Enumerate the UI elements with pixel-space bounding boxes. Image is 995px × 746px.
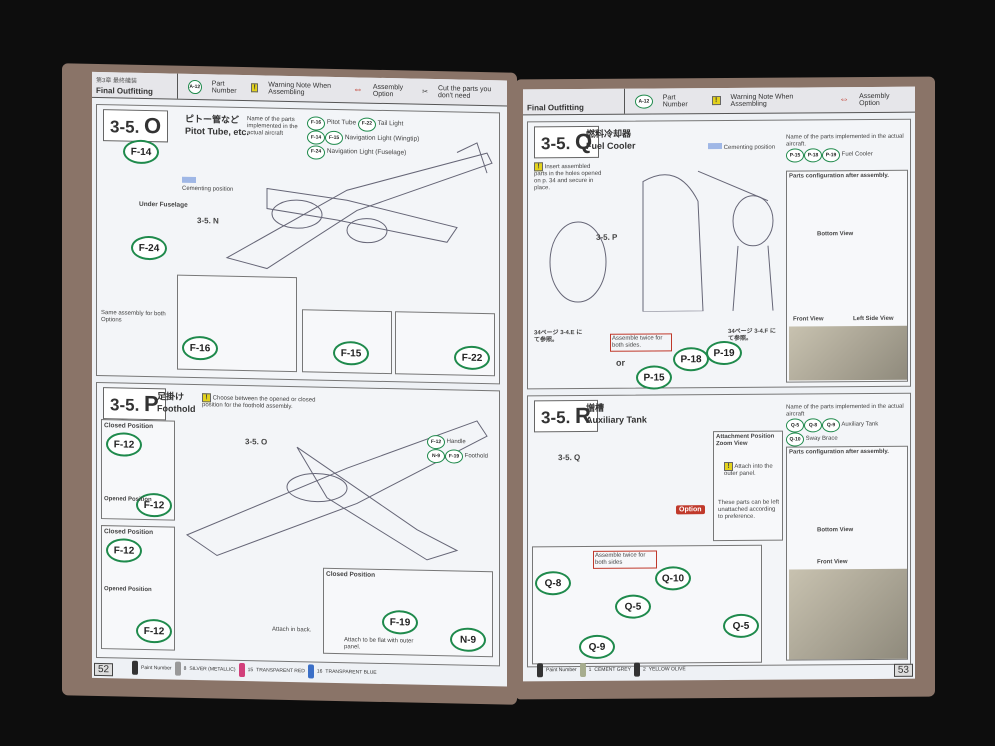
warning-icon: ! xyxy=(534,162,543,172)
zoom-view-box: Attachment Position Zoom View! Attach in… xyxy=(713,430,783,542)
part-callout: F-12 xyxy=(106,432,142,457)
page-number: 53 xyxy=(893,663,913,677)
chapter-label-en: Final Outfitting xyxy=(96,85,153,97)
detail-box: F-15 xyxy=(302,309,392,375)
legend-option: Assembly Option xyxy=(859,92,890,107)
aircraft-drawing-icon xyxy=(185,420,488,561)
parts-names-list: Name of the parts implemented in the act… xyxy=(786,404,906,447)
ref-note: 34ページ 3-4.E にて参照。 xyxy=(534,329,583,344)
part-callout: F-14 xyxy=(123,139,159,165)
option-arrow-icon: ⇔ xyxy=(839,94,850,106)
legend-header: Final Outfitting A-12 Part Number ! Warnin… xyxy=(523,86,915,116)
model-photo xyxy=(789,325,907,381)
legend-part-number: Part Number xyxy=(662,93,688,108)
option-arrow-icon: ⇔ xyxy=(352,84,363,96)
part-callout: F-12 xyxy=(106,538,142,563)
engine-nacelle-drawing-icon xyxy=(549,170,774,313)
under-fuselage-label: Under Fuselage xyxy=(139,200,188,209)
right-page: Final Outfitting A-12 Part Number ! Warnin… xyxy=(515,76,935,700)
detail-box: F-22 xyxy=(395,311,495,377)
part-callout: F-24 xyxy=(131,235,167,261)
tank-assembly-box: Assemble twice for both sides Q-8 Q-10 Q… xyxy=(532,544,762,665)
legend-warning: Warning Note When Assembling xyxy=(730,93,794,108)
assemble-twice-note: Assemble twice for both sides. xyxy=(610,333,672,352)
part-callout: Q-9 xyxy=(579,634,615,660)
part-callout: Q-5 xyxy=(723,613,759,639)
model-photo xyxy=(789,568,907,660)
part-callout: P-19 xyxy=(706,340,742,366)
part-callout: P-18 xyxy=(673,347,709,372)
option-badge: Option xyxy=(676,505,705,515)
or-label: or xyxy=(616,357,625,368)
ref-label: 3-5. P xyxy=(596,232,618,242)
legend-cut: Cut the parts you don't need xyxy=(437,84,492,100)
legend-part-number: Part Number xyxy=(211,79,237,95)
part-callout: F-19 xyxy=(382,609,418,635)
legend-option: Assembly Option xyxy=(372,83,404,98)
part-callout: Q-5 xyxy=(615,594,651,619)
config-box: Parts configuration after assembly. Bott… xyxy=(786,169,908,383)
parts-names-list: Name of the parts implemented in the act… xyxy=(786,134,906,163)
part-callout: F-12 xyxy=(136,618,172,644)
paint-legend: Paint Number 1 CEMENT GREY 2 YELLOW OLIV… xyxy=(537,662,686,678)
legend-warning: Warning Note When Assembling xyxy=(268,81,332,96)
warning-icon: ! xyxy=(251,83,259,93)
part-callout: P-15 xyxy=(636,365,672,390)
page-number: 52 xyxy=(94,662,114,677)
part-callout: N-9 xyxy=(450,627,486,653)
detail-box: F-16 xyxy=(177,274,297,373)
part-callout: F-22 xyxy=(454,345,490,371)
warning-icon: ! xyxy=(711,96,721,106)
part-callout: Q-8 xyxy=(535,571,571,596)
part-callout: F-15 xyxy=(333,340,369,366)
aircraft-drawing-icon xyxy=(225,142,493,270)
warning-icon: ! xyxy=(202,393,211,403)
config-box: Parts configuration after assembly. Bott… xyxy=(786,445,908,661)
part-callout: F-16 xyxy=(182,335,218,361)
part-number-icon: A-12 xyxy=(187,79,202,94)
paint-legend: Paint Number 8 SILVER (METALLIC) 15 TRAN… xyxy=(132,660,377,680)
part-number-icon: A-12 xyxy=(635,94,653,109)
part-callout: Q-10 xyxy=(655,566,691,591)
chapter-label: Final Outfitting xyxy=(527,88,626,115)
same-assembly-note: Same assembly for both Options xyxy=(101,310,166,324)
section-title: 3-5. O xyxy=(103,109,169,143)
scissors-icon: ✂ xyxy=(422,88,428,96)
optional-note: These parts can be left unattached accor… xyxy=(718,499,780,521)
right-sheet: Final Outfitting A-12 Part Number ! Warnin… xyxy=(523,86,915,682)
ref-note: 34ページ 3-4.F にて参照。 xyxy=(728,328,776,342)
attach-note: Attach in back. xyxy=(272,626,312,634)
ref-label: 3-5. Q xyxy=(558,453,581,463)
